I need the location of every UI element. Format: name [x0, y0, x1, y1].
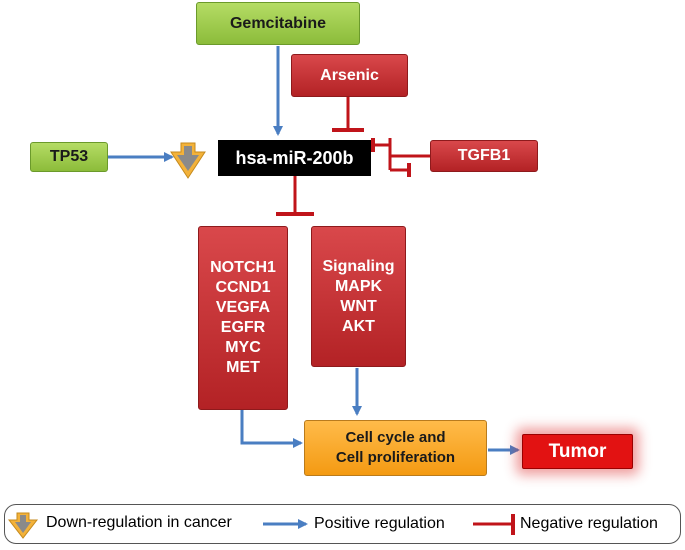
tgfb1-label: TGFB1 [457, 147, 511, 164]
node-tgfb1: TGFB1 [430, 140, 538, 172]
mirna-label: hsa-miR-200b [235, 147, 354, 168]
arrow-genes-to-cell-cycle [240, 410, 303, 448]
node-signaling: Signaling MAPK WNT AKT [311, 226, 406, 367]
legend-down-label: Down-regulation in cancer [46, 514, 232, 531]
legend-down-arrow-icon [7, 512, 39, 539]
arsenic-label: Arsenic [320, 66, 379, 84]
node-arsenic: Arsenic [291, 54, 408, 97]
signaling-item: MAPK [334, 278, 383, 295]
legend-negative-label: Negative regulation [520, 515, 658, 532]
legend-positive-label: Positive regulation [314, 515, 445, 532]
tumor-label: Tumor [548, 440, 607, 462]
signaling-item: Signaling [322, 258, 395, 275]
node-tp53: TP53 [30, 142, 108, 172]
down-regulation-icon [170, 142, 206, 179]
gene-item: MET [226, 359, 260, 376]
signaling-item: AKT [342, 318, 375, 335]
cell-cycle-line1: Cell cycle and [345, 429, 446, 446]
node-target-genes: NOTCH1 CCND1 VEGFA EGFR MYC MET [198, 226, 288, 410]
inhibit-arsenic-to-mirna [332, 97, 364, 132]
gene-item: EGFR [220, 319, 266, 336]
node-tumor: Tumor [522, 434, 633, 469]
gene-item: MYC [225, 339, 261, 356]
inhibit-mirna-to-targets [276, 175, 314, 216]
node-cell-cycle: Cell cycle and Cell proliferation [304, 420, 487, 476]
cell-cycle-line2: Cell proliferation [335, 449, 456, 466]
legend-negative-inhibit-icon [473, 514, 515, 535]
node-mirna: hsa-miR-200b [218, 140, 371, 176]
gemcitabine-label: Gemcitabine [229, 14, 327, 32]
gene-item: CCND1 [215, 279, 271, 296]
node-gemcitabine: Gemcitabine [196, 2, 360, 45]
gene-item: VEGFA [215, 299, 271, 316]
gene-item: NOTCH1 [210, 259, 276, 276]
legend-box [4, 504, 681, 544]
inhibit-tgfb1-to-mirna [371, 138, 430, 177]
signaling-item: WNT [340, 298, 377, 315]
tp53-label: TP53 [49, 148, 89, 165]
